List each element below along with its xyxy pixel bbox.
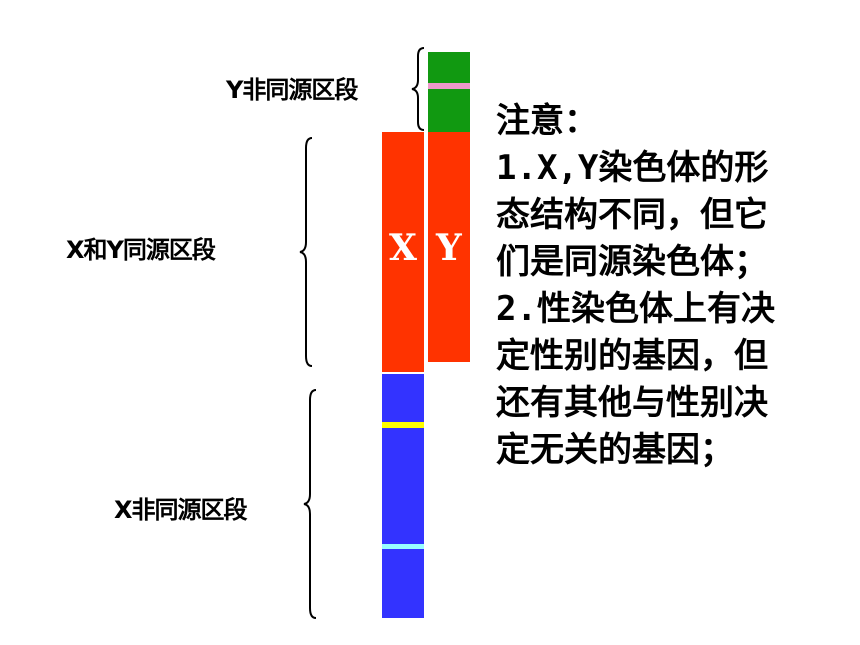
note-line-1: 1.X,Y染色体的形 — [496, 148, 769, 188]
x-letter: X — [389, 227, 417, 269]
note-line-2: 态结构不同，但它 — [496, 195, 768, 235]
x-chromosome — [382, 132, 424, 618]
note-line-4: 2.性染色体上有决 — [496, 289, 775, 329]
x-homologous-segment — [382, 132, 424, 372]
brace-x-non-homologous — [303, 389, 317, 619]
label-xy-homologous: X和Y同源区段 — [66, 236, 216, 264]
note-title: 注意： — [496, 101, 598, 141]
y-chromosome — [428, 52, 470, 362]
x-non-homologous-segment — [382, 374, 424, 618]
x-band-yellow — [382, 422, 424, 428]
note-line-3: 们是同源染色体； — [496, 242, 768, 282]
y-homologous-segment — [428, 132, 470, 362]
brace-xy-homologous — [299, 137, 313, 367]
label-x-non-homologous: X非同源区段 — [114, 496, 248, 524]
y-non-homologous-segment — [428, 52, 470, 132]
x-band-lightblue — [382, 544, 424, 549]
note-line-5: 定性别的基因，但 — [496, 336, 768, 376]
note-block: 注意： 1.X,Y染色体的形 态结构不同，但它 们是同源染色体； 2.性染色体上… — [496, 98, 860, 474]
y-band-pink — [428, 83, 470, 89]
note-line-7: 定无关的基因； — [496, 430, 734, 470]
label-y-non-homologous: Y非同源区段 — [226, 76, 358, 104]
note-line-6: 还有其他与性别决 — [496, 383, 768, 423]
y-letter: Y — [436, 227, 462, 269]
brace-y-non-homologous — [411, 47, 425, 131]
